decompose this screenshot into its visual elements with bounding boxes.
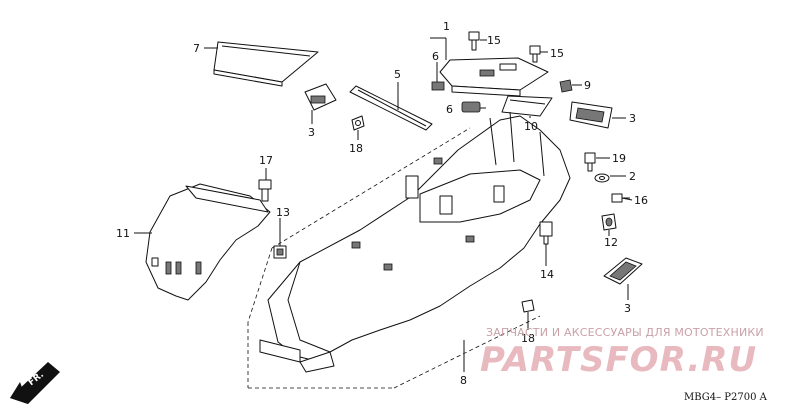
part-18-nut-upper — [351, 115, 365, 131]
part-15-bolt-a — [468, 31, 480, 51]
callout-labels: 7 3 5 18 1 6 15 15 9 6 10 3 19 2 16 12 1… — [116, 20, 648, 387]
callout-18-upper: 18 — [349, 142, 363, 155]
part-19-bolt — [584, 152, 596, 172]
callout-7: 7 — [193, 42, 200, 55]
part-18-nut-lower — [521, 299, 535, 313]
callout-3-left: 3 — [308, 126, 315, 139]
callout-9: 9 — [584, 79, 591, 92]
part-1-upper-cover — [431, 57, 549, 97]
part-11-bracket — [145, 183, 271, 301]
callout-14: 14 — [540, 268, 554, 281]
part-15-bolt-b — [529, 45, 541, 63]
callout-16: 16 — [634, 194, 648, 207]
callout-5: 5 — [394, 68, 401, 81]
part-6-grommet — [461, 101, 481, 113]
part-2-washer — [594, 173, 610, 183]
part-3-reflector-lower — [603, 257, 643, 285]
callout-15-a: 15 — [487, 34, 501, 47]
front-direction-arrow — [10, 362, 60, 404]
callout-19: 19 — [612, 152, 626, 165]
part-5-band — [349, 85, 433, 131]
callout-12: 12 — [604, 236, 618, 249]
callout-3-lower: 3 — [624, 302, 631, 315]
callout-13: 13 — [276, 206, 290, 219]
callout-18-lower: 18 — [521, 332, 535, 345]
part-17-bolt — [258, 179, 272, 202]
alignment-lines — [247, 127, 541, 389]
callout-17: 17 — [259, 154, 273, 167]
callout-11: 11 — [116, 227, 130, 240]
callout-8: 8 — [460, 374, 467, 387]
part-10-pad — [501, 95, 553, 117]
part-12-nut — [601, 213, 617, 231]
part-16-screw — [611, 193, 630, 203]
part-13-clip — [273, 245, 287, 259]
part-3-bracket-left — [304, 83, 337, 111]
callout-1: 1 — [443, 20, 450, 33]
drawing-code: MBG4– P2700 A — [684, 392, 767, 403]
callout-6-middle: 6 — [446, 103, 453, 116]
leader-lines — [134, 37, 633, 372]
part-7-seal-pad — [213, 41, 319, 87]
callout-6-upper: 6 — [432, 50, 439, 63]
watermark-caption: ЗАПЧАСТИ И АКСЕССУАРЫ ДЛЯ МОТОТЕХНИКИ — [486, 326, 764, 339]
callout-10: 10 — [524, 120, 538, 133]
part-8-rear-fender — [259, 111, 571, 373]
watermark-logo: PARTSFOR.RU — [480, 340, 758, 380]
part-14-clip — [539, 221, 553, 245]
part-3-reflector-right — [569, 101, 613, 129]
callout-15-b: 15 — [550, 47, 564, 60]
callout-2: 2 — [629, 170, 636, 183]
part-9-nut — [559, 79, 573, 93]
callout-3-right: 3 — [629, 112, 636, 125]
